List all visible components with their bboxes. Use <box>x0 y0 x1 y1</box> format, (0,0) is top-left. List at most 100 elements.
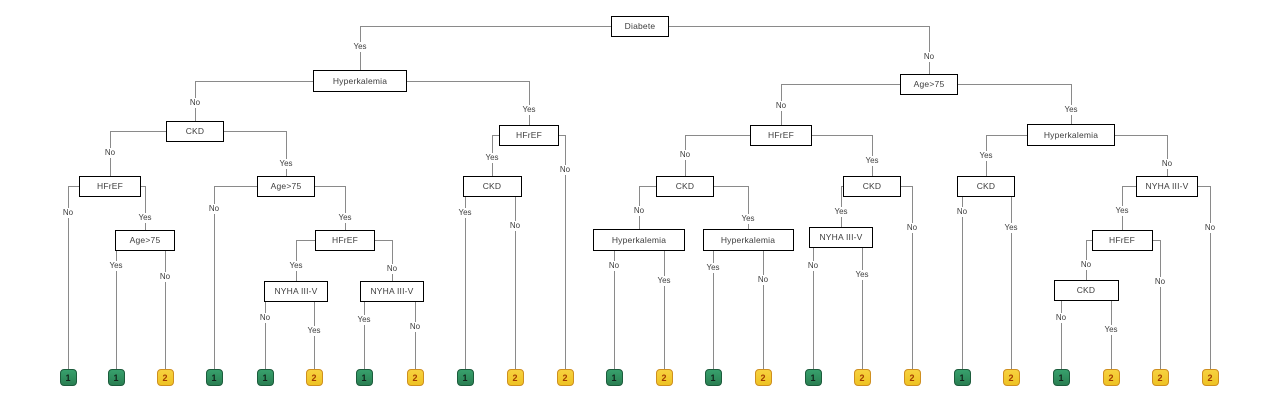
edge-label-hf_ly-l11: No <box>557 165 573 175</box>
edge-label-nyha3-l16: No <box>805 261 821 271</box>
edge-v-ckd_ly-l10 <box>514 196 516 369</box>
edge-label-ckd_ry-l19: No <box>954 207 970 217</box>
edge-label-hk_l-hf_ly: Yes <box>520 105 538 115</box>
node-hk1: Hyperkalemia <box>593 229 685 251</box>
edge-v-hk2-l15 <box>762 251 764 369</box>
leaf-l9: 1 <box>456 369 474 386</box>
edge-v-hf_lll-l1 <box>67 186 69 369</box>
node-hf_lll: HFrEF <box>79 175 141 197</box>
edge-h-age_llr-l4 <box>214 185 257 187</box>
edge-v-nyha3-l17 <box>861 247 863 369</box>
edge-v-ckd_ry-l19 <box>961 196 963 369</box>
edge-label-nyha3-l17: Yes <box>853 270 871 280</box>
leaf-l2: 1 <box>107 369 125 386</box>
node-ckd_rny: CKD <box>843 175 901 197</box>
edge-label-hf_rn-ckd_rny: Yes <box>863 156 881 166</box>
edge-label-hk1-l13: Yes <box>655 276 673 286</box>
edge-v-nyha1-l5 <box>264 301 266 369</box>
edge-h-ckd_rnn-hk2 <box>714 185 748 187</box>
edge-h-ckd_rnn-hk1 <box>639 185 656 187</box>
edge-label-ckd_ll-age_llr: Yes <box>277 159 295 169</box>
leaf-l18: 2 <box>903 369 921 386</box>
edge-h-hf_rn-ckd_rnn <box>685 134 750 136</box>
edge-v-ckd_ly-l9 <box>464 196 466 369</box>
node-ckd_ry: CKD <box>957 175 1015 197</box>
edge-h-nyha4-l24 <box>1198 185 1210 187</box>
edge-v-hk_r-nyha4 <box>1166 135 1168 176</box>
edge-v-age_lly-l3 <box>164 250 166 369</box>
edge-v-hk1-l13 <box>663 251 665 369</box>
edge-h-age_r-hk_r <box>958 83 1071 85</box>
node-hk_r: Hyperkalemia <box>1027 124 1115 146</box>
edge-label-hf_ly-ckd_ly: Yes <box>483 153 501 163</box>
edge-label-root-hk_l: Yes <box>351 42 369 52</box>
edge-h-ckd_ll-hf_lll <box>110 130 166 132</box>
edge-v-hk1-l12 <box>613 251 615 369</box>
edge-label-age_llr-hf_llry: Yes <box>336 213 354 223</box>
leaf-l10: 2 <box>506 369 524 386</box>
edge-label-nyha1-l5: No <box>257 313 273 323</box>
edge-v-nyha2-l8 <box>414 301 416 369</box>
edge-v-hf_llry-nyha2 <box>391 240 393 281</box>
edge-label-hf_ryn-ckd_b: No <box>1078 260 1094 270</box>
edge-h-hk_l-ckd_ll <box>195 80 313 82</box>
leaf-l5: 1 <box>256 369 274 386</box>
edge-v-hf_ryn-l23 <box>1159 240 1161 369</box>
node-ckd_b: CKD <box>1053 279 1119 301</box>
edge-label-hf_lll-age_lly: Yes <box>136 213 154 223</box>
edge-label-hf_lll-l1: No <box>60 208 76 218</box>
edge-v-nyha2-l7 <box>363 301 365 369</box>
edge-h-root-age_r <box>669 25 929 27</box>
leaf-l21: 1 <box>1052 369 1070 386</box>
leaf-l12: 1 <box>605 369 623 386</box>
leaf-l1: 1 <box>59 369 77 386</box>
leaf-l4: 1 <box>205 369 223 386</box>
edge-h-hf_rn-ckd_rny <box>812 134 872 136</box>
edge-h-hk_r-nyha4 <box>1115 134 1167 136</box>
edge-label-root-age_r: No <box>921 52 937 62</box>
edge-v-nyha3-l16 <box>812 247 814 369</box>
edge-h-hf_ryn-l23 <box>1152 239 1160 241</box>
edge-label-hk_r-ckd_ry: Yes <box>977 151 995 161</box>
edge-label-ckd_ry-l20: Yes <box>1002 223 1020 233</box>
leaf-l24: 2 <box>1201 369 1219 386</box>
edge-label-ckd_ll-hf_lll: No <box>102 148 118 158</box>
node-hk2: Hyperkalemia <box>702 229 794 251</box>
edge-label-hk2-l14: Yes <box>704 263 722 273</box>
edge-h-hk_r-ckd_ry <box>986 134 1027 136</box>
node-nyha3: NYHA III-V <box>809 226 873 248</box>
edge-h-age_r-hf_rn <box>781 83 900 85</box>
edge-v-hk2-l14 <box>712 251 714 369</box>
edge-v-ckd_rny-l18 <box>911 186 913 369</box>
leaf-l3: 2 <box>156 369 174 386</box>
node-ckd_rnn: CKD <box>656 175 714 197</box>
node-age_llr: Age>75 <box>257 175 315 197</box>
node-hf_rn: HFrEF <box>750 124 812 146</box>
edge-label-ckd_ly-l9: Yes <box>456 208 474 218</box>
leaf-l7: 1 <box>355 369 373 386</box>
edge-label-age_llr-l4: No <box>206 204 222 214</box>
node-ckd_ly: CKD <box>462 175 522 197</box>
edge-label-age_r-hk_r: Yes <box>1062 105 1080 115</box>
edge-label-age_r-hf_rn: No <box>773 101 789 111</box>
edge-label-nyha2-l8: No <box>407 322 423 332</box>
edge-label-hk_r-nyha4: No <box>1159 159 1175 169</box>
edge-label-nyha4-l24: No <box>1202 223 1218 233</box>
edge-v-ckd_rny-nyha3 <box>840 186 842 227</box>
edge-v-ckd_ll-age_llr <box>285 131 287 176</box>
edge-v-ckd_b-l21 <box>1060 300 1062 369</box>
node-nyha1: NYHA III-V <box>264 280 328 302</box>
edge-label-ckd_b-l22: Yes <box>1102 325 1120 335</box>
edge-v-root-age_r <box>928 26 930 74</box>
leaf-l22: 2 <box>1102 369 1120 386</box>
node-nyha4: NYHA III-V <box>1136 175 1198 197</box>
edge-label-hf_ryn-l23: No <box>1152 277 1168 287</box>
edge-h-ckd_rny-nyha3 <box>841 185 843 187</box>
edge-v-hk_l-hf_ly <box>528 81 530 125</box>
edge-h-hf_ly-l11 <box>559 134 565 136</box>
edge-v-hf_ryn-ckd_b <box>1085 240 1087 280</box>
edge-label-nyha2-l7: Yes <box>355 315 373 325</box>
edge-h-hk_l-hf_ly <box>407 80 529 82</box>
edge-label-ckd_rny-nyha3: Yes <box>832 207 850 217</box>
